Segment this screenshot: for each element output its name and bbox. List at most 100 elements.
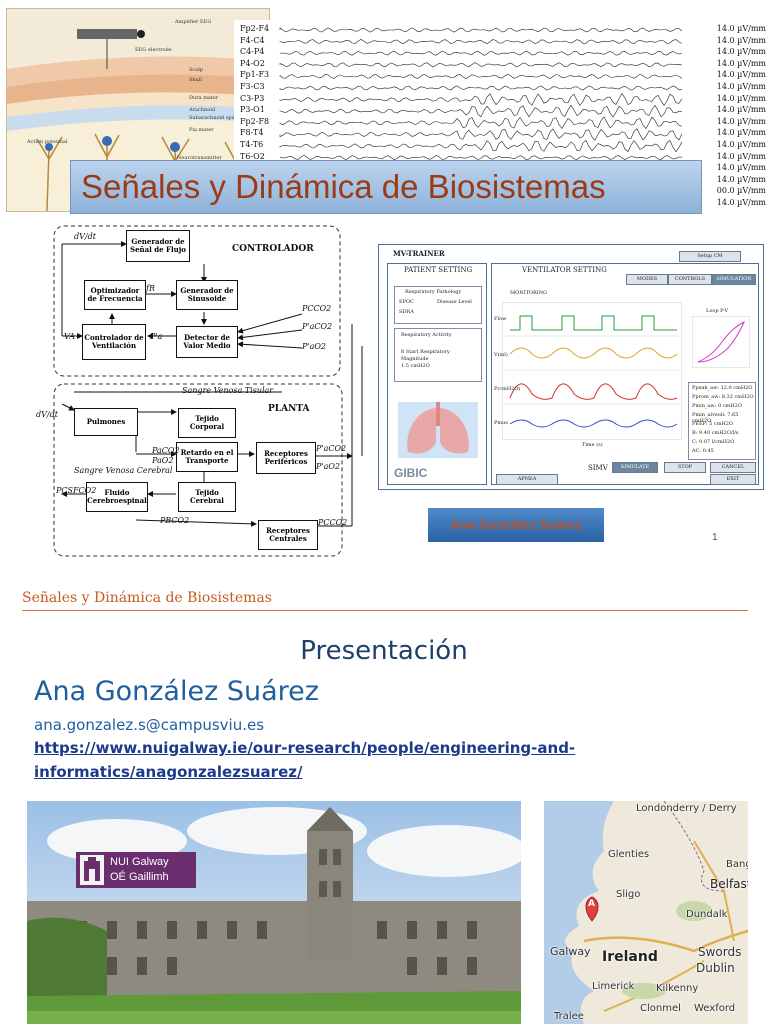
mv-time-label: Time (s) — [582, 442, 603, 448]
mv-tab-modes[interactable]: MODES — [626, 274, 668, 285]
mv-activity-detail: 8 Start Respiratory — [401, 349, 450, 355]
map-place-clonmel: Clonmel — [640, 1003, 681, 1014]
box-fluido-cerebroespinal: Fluido Cerebroespinal — [86, 482, 148, 512]
mv-title: MV-TRAINER — [393, 249, 445, 258]
mv-epoc[interactable]: EPOC — [399, 299, 414, 305]
mv-patient-pane: PATIENT SETTING Respiratory Pathology EP… — [387, 263, 487, 485]
eeg-scale-label: 14.0 µV/mm — [716, 82, 766, 91]
eeg-scale-label: 14.0 µV/mm — [716, 116, 766, 126]
mv-ventilator-pane: VENTILATOR SETTING MODES CONTROLS SIMULA… — [491, 263, 759, 485]
eeg-scale-label: 14.0 µV/mm — [716, 47, 766, 57]
mv-disease-level: Disease Level — [437, 299, 472, 305]
box-generador-flujo: Generador de Señal de Flujo — [126, 230, 190, 262]
mv-setup-button[interactable]: Setup CM — [679, 251, 741, 262]
eeg-channel-label: P3-O1 — [240, 105, 265, 115]
map-drawing — [565, 801, 748, 1024]
eeg-trace — [279, 140, 683, 153]
mv-pathology-label: Respiratory Pathology — [405, 289, 462, 295]
eeg-channel-label: F4-C4 — [240, 35, 265, 45]
profile-link-line2[interactable]: informatics/anagonzalezsuarez/ — [34, 763, 303, 781]
presenter-email[interactable]: ana.gonzalez.s@campusviu.es — [34, 716, 265, 734]
mv-loop-pv — [692, 316, 750, 368]
eeg-scale-label: 14.0 µV/mm — [716, 105, 766, 115]
mv-axis-flow: Flow — [494, 316, 507, 322]
author-box: Ana González Suárez — [428, 508, 604, 542]
eeg-scale-label: 14.0 µV/mm — [716, 128, 766, 138]
label-pao2-right: P'aO2 — [316, 462, 340, 471]
profile-link-line1[interactable]: https://www.nuigalway.ie/our-research/pe… — [34, 739, 576, 757]
mv-cancel-button[interactable]: CANCEL — [710, 462, 756, 473]
map-place-bangor: Bang — [726, 859, 748, 870]
map-place-dublin: Dublin — [696, 961, 735, 975]
nui-galway-campus-photo — [27, 801, 521, 1024]
label-controlador: CONTROLADOR — [232, 244, 314, 254]
label-dvdt-top: dV/dt — [74, 232, 96, 241]
eeg-channel-label: C3-P3 — [240, 93, 265, 103]
author-box-label: Ana González Suárez — [450, 517, 582, 532]
map-place-swords: Swords — [698, 945, 742, 959]
brain-label-neurotransmitter: Neurotransmitter — [177, 155, 222, 161]
eeg-trace — [279, 93, 683, 107]
mv-patient-setting: PATIENT SETTING — [404, 266, 473, 274]
map-place-belfast: Belfast — [710, 877, 748, 891]
slide2-header: Señales y Dinámica de Biosistemas — [22, 590, 272, 606]
eeg-channel-label: Fp2-F8 — [240, 116, 270, 126]
mv-magnitude: Magnitude — [401, 356, 429, 362]
eeg-scale-label: 00.0 µV/mm — [716, 186, 766, 196]
mv-simulate-button[interactable]: SIMULATE — [612, 462, 658, 473]
label-pa: P'a — [150, 332, 163, 341]
box-tejido-cerebral: Tejido Cerebral — [178, 482, 236, 512]
label-pao2: P'aO2 — [302, 342, 326, 351]
mv-trainer-window: MV-TRAINER Setup CM PATIENT SETTING Resp… — [378, 244, 764, 490]
campus-drawing — [27, 801, 521, 1024]
map-place-ireland: Ireland — [602, 949, 658, 965]
eeg-traces — [279, 27, 683, 161]
label-pcco2-right: PCCO2 — [318, 518, 348, 527]
mv-axis-pmus: Pmus — [494, 420, 508, 426]
mv-readout-ac: AC: 0.45 — [692, 448, 714, 454]
mv-apnea-button[interactable]: APNEA — [496, 474, 558, 485]
eeg-channel-label: F8-T4 — [240, 128, 264, 138]
box-generador-sinusoide: Generador de Sinusoide — [176, 280, 238, 310]
label-dvdt-left: dV/dt — [36, 410, 58, 419]
mv-readout-pmin-alv: Pmin_alveoli: 7.65 cmH2O — [692, 412, 739, 424]
map-place-kilkenny: Kilkenny — [656, 983, 699, 994]
eeg-scale-label: 14.0 µV/mm — [716, 140, 766, 149]
box-controlador-ventilacion: Controlador de Ventilación — [82, 324, 146, 360]
brain-label-dura: Dura mater — [189, 95, 219, 101]
mv-exit-button[interactable]: EXIT — [710, 474, 756, 485]
presenter-name: Ana González Suárez — [34, 676, 319, 707]
mv-mode-label: SIMV — [588, 464, 608, 472]
label-paco2: P'aCO2 — [302, 322, 333, 331]
box-pulmones: Pulmones — [74, 408, 138, 436]
eeg-channel-label: Fp2-F4 — [240, 24, 270, 33]
respiratory-block-diagram: Generador de Señal de Flujo Optimizador … — [36, 224, 374, 558]
gibic-logo: GIBIC — [394, 466, 428, 480]
block-diagram-lines — [53, 225, 363, 557]
mv-sdra[interactable]: SDRA — [399, 309, 414, 315]
mv-loop-label: Loop P-V — [706, 308, 729, 314]
mv-readout-c: C: 0.07 l/cmH2O — [692, 439, 735, 445]
page-number: 1 — [712, 532, 718, 543]
map-place-limerick: Limerick — [592, 981, 635, 992]
eeg-scale-label: 14.0 µV/mm — [716, 70, 766, 80]
label-va: VA — [64, 332, 76, 341]
label-fr: fR — [146, 284, 155, 293]
eeg-channel-label: T6-O2 — [240, 151, 265, 161]
box-detector-valor-medio: Detector de Valor Medio — [176, 326, 238, 358]
header-rule — [22, 610, 748, 611]
mv-magnitude-value: 1.5 cmH2O — [401, 363, 430, 369]
label-pao2-left: PaO2 — [152, 456, 174, 465]
mv-activity-box: Respiratory Activity 8 Start Respiratory… — [394, 328, 482, 382]
mv-tab-controls[interactable]: CONTROLS — [668, 274, 712, 285]
logo-line2: OÉ Gaillimh — [110, 871, 169, 883]
map-place-derry: Londonderry / Derry — [636, 803, 737, 814]
box-receptores-centrales: Receptores Centrales — [258, 520, 318, 550]
mv-tab-simulation[interactable]: SIMULATION — [712, 274, 756, 285]
eeg-trace — [279, 155, 683, 161]
map-place-wexford: Wexford — [694, 1003, 736, 1014]
brain-label-amplifier: Amplifier EEG — [175, 19, 212, 25]
eeg-scale-label: 14.0 µV/mm — [716, 198, 766, 207]
mv-stop-button[interactable]: STOP — [664, 462, 706, 473]
mv-axis-volume: V(ml) — [494, 352, 508, 358]
